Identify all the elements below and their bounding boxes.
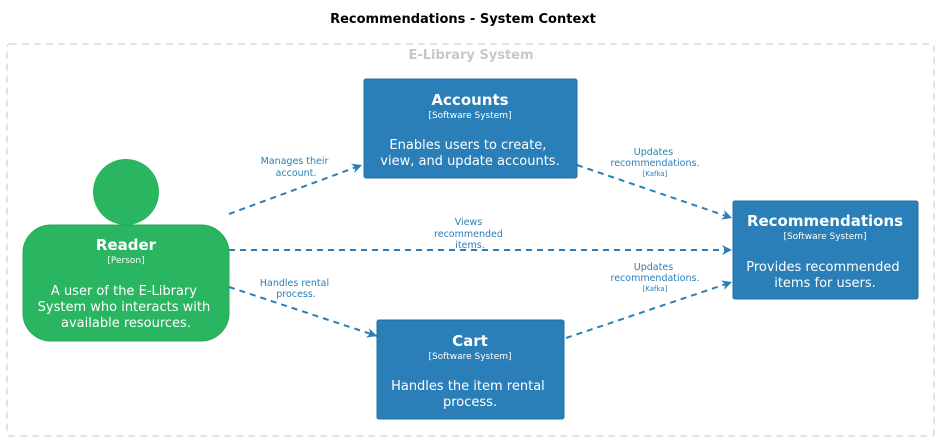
edge-label-reader-recommendations: Views recommended items. <box>434 217 506 251</box>
node-type-recommendations: [Software System] <box>783 232 866 242</box>
node-desc-recommendations: Provides recommended items for users. <box>746 260 903 291</box>
node-recommendations[interactable]: Recommendations [Software System] Provid… <box>732 200 919 300</box>
person-head-icon <box>93 159 159 225</box>
node-box-recommendations <box>732 200 919 300</box>
edge-label-reader-accounts: Manages their account. <box>261 156 332 179</box>
node-name-cart: Cart <box>452 332 488 350</box>
edge-cart-recommendations[interactable]: Updates recommendations. [Kafka] <box>565 262 733 339</box>
node-desc-cart: Handles the item rental process. <box>391 379 549 410</box>
person-body <box>22 224 230 342</box>
edge-reader-recommendations[interactable]: Views recommended items. <box>229 217 732 255</box>
edge-tech-accounts-recommendations: [Kafka] <box>643 170 668 178</box>
node-name-recommendations: Recommendations <box>747 212 903 230</box>
edge-label-reader-cart: Handles rental process. <box>260 278 332 300</box>
node-name-reader: Reader <box>96 236 157 254</box>
node-desc-reader: A user of the E-Library System who inter… <box>38 284 215 331</box>
edge-tech-cart-recommendations: [Kafka] <box>643 285 668 293</box>
node-accounts[interactable]: Accounts [Software System] Enables users… <box>363 78 578 179</box>
diagram-title: Recommendations - System Context <box>330 12 596 27</box>
node-box-accounts <box>363 78 578 179</box>
edge-reader-cart[interactable]: Handles rental process. <box>228 278 378 338</box>
node-type-cart: [Software System] <box>428 352 511 362</box>
boundary-box <box>6 43 935 437</box>
node-desc-accounts: Enables users to create, view, and updat… <box>380 138 559 169</box>
edge-label-accounts-recommendations: Updates recommendations. <box>611 147 700 169</box>
node-type-accounts: [Software System] <box>428 111 511 121</box>
node-name-accounts: Accounts <box>431 91 508 109</box>
boundary-label: E-Library System <box>408 48 533 63</box>
edge-reader-accounts[interactable]: Manages their account. <box>228 156 363 215</box>
node-type-reader: [Person] <box>107 256 144 266</box>
edge-accounts-recommendations[interactable]: Updates recommendations. [Kafka] <box>576 147 733 220</box>
node-reader[interactable]: Reader [Person] A user of the E-Library … <box>22 159 230 342</box>
node-cart[interactable]: Cart [Software System] Handles the item … <box>376 319 565 420</box>
edge-label-cart-recommendations: Updates recommendations. <box>611 262 700 284</box>
node-box-cart <box>376 319 565 420</box>
